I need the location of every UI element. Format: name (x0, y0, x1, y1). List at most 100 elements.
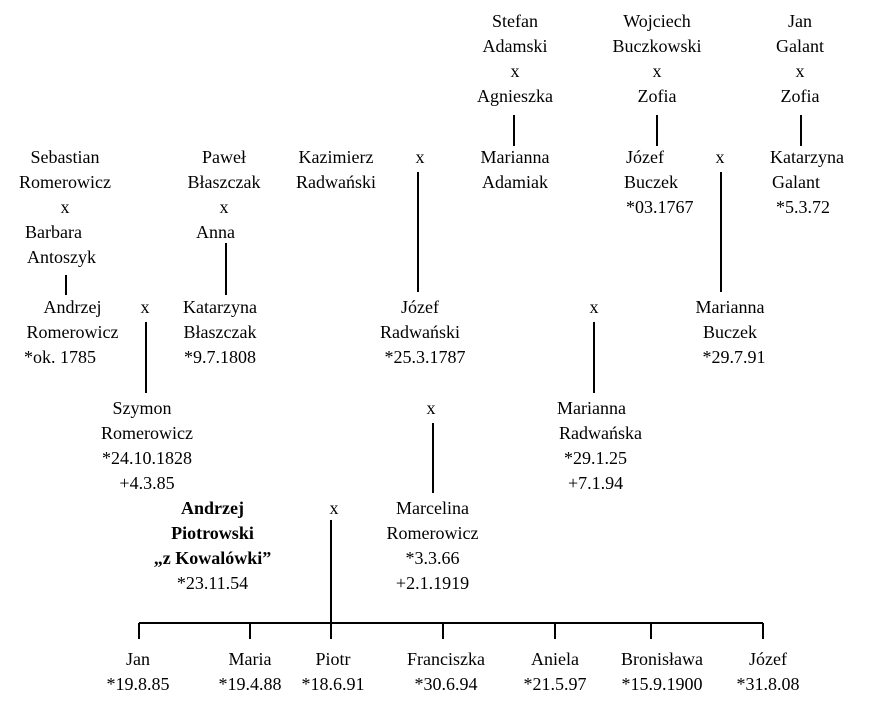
text-line: Radwańska (559, 423, 642, 443)
marriage-x: x (510, 61, 520, 81)
node-jozef-radwanski: Józef Radwański *25.3.1787 (355, 295, 485, 370)
child-node: Maria *19.4.88 (200, 647, 300, 697)
text-line: Andrzej (43, 297, 102, 317)
text-line: Galant (776, 36, 824, 56)
marriage-x: x (795, 61, 805, 81)
child-name: Franciszka (407, 649, 485, 669)
node-sebastian-barbara: Sebastian Romerowicz x Barbara Antoszyk (5, 145, 125, 270)
text-line: *24.10.1828 (102, 448, 192, 468)
text-line: +4.3.85 (119, 473, 175, 493)
text-line: Buczkowski (612, 36, 702, 56)
text-line: Zofia (637, 86, 677, 106)
marriage-x: x (652, 61, 662, 81)
text-line: *29.1.25 (564, 448, 627, 468)
child-birth: *18.6.91 (301, 674, 365, 694)
text-line: Barbara (25, 222, 82, 242)
text-line: *03.1767 (626, 197, 694, 217)
text-line: Marcelina (396, 498, 469, 518)
text-line: *23.11.54 (176, 573, 249, 593)
text-line: „z Kowalówki” (153, 548, 272, 568)
child-name: Józef (749, 649, 787, 669)
child-node: Aniela *21.5.97 (505, 647, 605, 697)
node-katarzyna-galant: Katarzyna Galant *5.3.72 (752, 145, 862, 220)
text-line: Józef (401, 297, 439, 317)
child-birth: *31.8.08 (736, 674, 800, 694)
child-node: Franciszka *30.6.94 (386, 647, 506, 697)
text-line: Marianna (557, 398, 626, 418)
text-line: Radwański (380, 322, 460, 342)
node-pawel-anna: Paweł Błaszczak x Anna (178, 145, 270, 245)
text-line: *25.3.1787 (384, 347, 466, 367)
node-wojciech-zofia: Wojciech Buczkowski x Zofia (587, 9, 727, 109)
marriage-x: x (329, 498, 339, 518)
node-jan-zofia: Jan Galant x Zofia (750, 9, 850, 109)
text-line: Błaszczak (183, 322, 257, 342)
text-line: Adamiak (482, 172, 548, 192)
marriage-x: x (60, 197, 70, 217)
text-line: Radwański (296, 172, 376, 192)
node-katarzyna-blaszczak: Katarzyna Błaszczak *9.7.1808 (165, 295, 275, 370)
text-line: +2.1.1919 (395, 573, 470, 593)
node-marianna-buczek: Marianna Buczek *29.7.91 (675, 295, 785, 370)
child-birth: *15.9.1900 (621, 674, 703, 694)
node-andrzej-romerowicz: Andrzej Romerowicz *ok. 1785 (10, 295, 135, 370)
marriage-x: x (426, 398, 436, 418)
text-line: Romerowicz (101, 423, 193, 443)
child-name: Piotr (315, 649, 351, 669)
child-name: Jan (126, 649, 150, 669)
child-name: Maria (228, 649, 272, 669)
text-line: Piotrowski (171, 523, 254, 543)
text-line: Jan (788, 11, 812, 31)
text-line: *9.7.1808 (184, 347, 256, 367)
child-name: Bronisława (621, 649, 703, 669)
child-name: Aniela (531, 649, 579, 669)
text-line: *ok. 1785 (24, 347, 96, 367)
marriage-x: x (589, 297, 599, 317)
child-node: Piotr *18.6.91 (283, 647, 383, 697)
text-line: Zofia (780, 86, 820, 106)
text-line: *3.3.66 (405, 548, 460, 568)
node-marianna-radwanska: Marianna Radwańska *29.1.25 +7.1.94 (550, 396, 670, 496)
text-line: Galant (772, 172, 820, 192)
text-line: Romerowicz (386, 523, 479, 543)
marriage-x: x (415, 147, 425, 167)
text-line: Marianna (695, 297, 765, 317)
text-line: Antoszyk (27, 247, 96, 267)
node-marcelina-romerowicz: Marcelina Romerowicz *3.3.66 +2.1.1919 (370, 496, 495, 596)
text-line: Andrzej (181, 498, 244, 518)
node-kazimierz-radwanski: Kazimierz Radwański (278, 145, 394, 195)
text-line: *5.3.72 (776, 197, 830, 217)
marriage-x: x (140, 297, 150, 317)
text-line: Katarzyna (770, 147, 844, 167)
text-line: +7.1.94 (568, 473, 624, 493)
child-birth: *30.6.94 (414, 674, 478, 694)
text-line: Sebastian (30, 147, 100, 167)
text-line: Błaszczak (187, 172, 261, 192)
marriage-x: x (219, 197, 229, 217)
text-line: Katarzyna (183, 297, 257, 317)
text-line: Paweł (202, 147, 246, 167)
text-line: Adamski (482, 36, 548, 56)
text-line: *29.7.91 (702, 347, 766, 367)
text-line: Wojciech (623, 11, 691, 31)
text-line: Agnieszka (477, 86, 553, 106)
child-birth: *21.5.97 (523, 674, 587, 694)
child-node: Bronisława *15.9.1900 (602, 647, 722, 697)
text-line: Stefan (492, 11, 538, 31)
text-line: Józef (626, 147, 664, 167)
text-line: Szymon (112, 398, 172, 418)
text-line: Marianna (480, 147, 550, 167)
node-stefan-agnieszka: Stefan Adamski x Agnieszka (455, 9, 575, 109)
marriage-x: x (715, 147, 725, 167)
text-line: Buczek (624, 172, 678, 192)
node-andrzej-piotrowski: Andrzej Piotrowski „z Kowalówki” *23.11.… (135, 496, 290, 596)
text-line: Anna (196, 222, 235, 242)
text-line: Kazimierz (298, 147, 374, 167)
node-marianna-adamiak: Marianna Adamiak (455, 145, 575, 195)
text-line: Romerowicz (26, 322, 119, 342)
child-birth: *19.4.88 (218, 674, 282, 694)
node-szymon-romerowicz: Szymon Romerowicz *24.10.1828 +4.3.85 (82, 396, 212, 496)
child-node: Józef *31.8.08 (718, 647, 818, 697)
